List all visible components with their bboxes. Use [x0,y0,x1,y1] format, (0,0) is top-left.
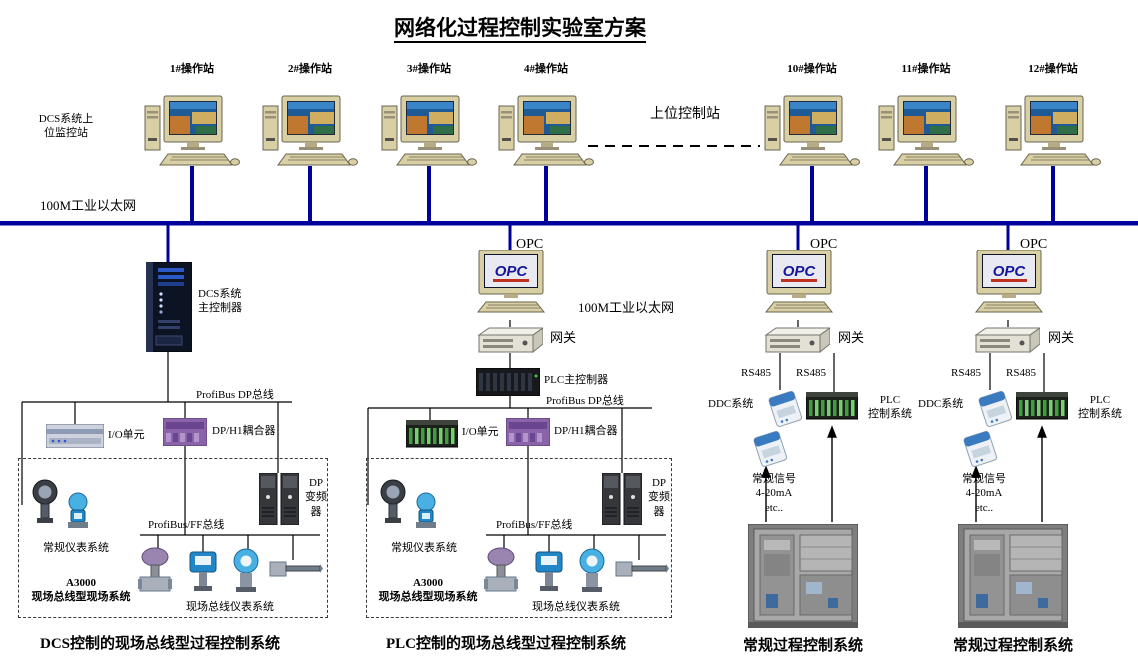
plc-dp-bus-label: ProfiBus DP总线 [546,395,624,407]
dcs-fieldbus-instruments-label: 现场总线仪表系统 [186,601,274,613]
conv-a-rs485-right-label: RS485 [796,367,826,379]
conv-a-caption: 常规过程控制系统 [743,638,864,654]
conv-b-rs485-left-label: RS485 [951,367,981,379]
conv-b-plc-label: PLC 控制系统 [1078,394,1122,421]
conv-b-signal-label: 常规信号 4-20mA etc.. [962,473,1006,514]
dcs-dp-bus-label: ProfiBus DP总线 [196,389,274,401]
conv-b-plc-module-icon [1016,392,1068,422]
conv-a-opc-pc-icon [760,250,838,320]
plc-opc-label: OPC [516,237,544,252]
plc-fieldbus-instruments-label: 现场总线仪表系统 [532,601,620,613]
dcs-io-unit-icon [46,424,104,448]
plc-field-system-box [366,458,672,618]
dcs-controller-icon [146,262,192,352]
upper-control-station-label: 上位控制站 [650,107,720,122]
plc-io-unit-icon [406,420,458,450]
conv-a-ddc-devices-icon [752,388,804,470]
station-label-4: 4#操作站 [524,63,568,75]
conventional-a-signal-arrows [761,425,837,522]
plc-gateway-icon [477,327,543,353]
conv-b-gateway-icon [974,327,1040,353]
conv-a-plc-label: PLC 控制系统 [868,394,912,421]
plc-conventional-instruments-label: 常规仪表系统 [391,542,457,554]
dcs-field-system-box [18,458,328,618]
operator-pc-icon [1005,94,1101,168]
conv-b-ddc-label: DDC系统 [918,398,964,410]
plc-subsystem-lines [367,320,666,560]
dcs-coupler-label: DP/H1耦合器 [212,425,276,437]
conv-a-ddc-label: DDC系统 [708,398,754,410]
operator-pc-icon [381,94,477,168]
conv-a-opc-label: OPC [810,237,838,252]
plc-a3000-label: A3000 现场总线型现场系统 [378,577,478,604]
plc-io-unit-label: I/O单元 [462,426,499,438]
plc-dp-h1-coupler-icon [506,418,550,446]
conv-a-gateway-label: 网关 [838,330,865,345]
conv-a-process-cabinet-image [748,524,858,628]
dcs-io-unit-label: I/O单元 [108,429,145,441]
dcs-a3000-label: A3000 现场总线型现场系统 [31,577,131,604]
plc-ff-bus-label: ProfiBus/FF总线 [496,519,573,531]
dcs-monitor-station-label: DCS系统上 位监控站 [38,113,94,140]
conventional-b-lines [989,320,1045,392]
conv-b-process-cabinet-image [958,524,1068,628]
conv-b-rs485-right-label: RS485 [1006,367,1036,379]
station-label-1: 1#操作站 [170,63,214,75]
page-title: 网络化过程控制实验室方案 [394,12,646,43]
dcs-fieldbus-instruments-icon [138,546,323,600]
ethernet-label-mid: 100M工业以太网 [578,300,675,315]
dcs-inverter-label: DP 变频 器 [305,477,327,518]
station-label-2: 2#操作站 [288,63,332,75]
dcs-dp-h1-coupler-icon [163,418,207,446]
conventional-a-lines [779,320,835,392]
conv-b-opc-pc-icon [970,250,1048,320]
conv-a-plc-module-icon [806,392,858,422]
station-drop-lines [190,166,1055,221]
conventional-b-signal-arrows [971,425,1047,522]
subsystem-ethernet-drops [166,225,1010,262]
dcs-system-caption: DCS控制的现场总线型过程控制系统 [40,636,281,652]
station-label-3: 3#操作站 [407,63,451,75]
conv-b-opc-label: OPC [1020,237,1048,252]
dcs-conventional-instruments-label: 常规仪表系统 [43,542,109,554]
operator-pc-icon [878,94,974,168]
ethernet-bus-line [0,221,1138,226]
conv-a-signal-label: 常规信号 4-20mA etc.. [752,473,796,514]
plc-main-controller-label: PLC主控制器 [544,374,609,386]
conv-b-caption: 常规过程控制系统 [953,638,1074,654]
operator-pc-icon [144,94,240,168]
station-label-12: 12#操作站 [1028,63,1078,75]
plc-fieldbus-instruments-icon [484,546,669,600]
conv-b-gateway-label: 网关 [1048,330,1075,345]
plc-main-controller-icon [476,368,540,396]
conv-a-rs485-left-label: RS485 [741,367,771,379]
plc-opc-pc-icon [472,250,550,320]
plc-gateway-label: 网关 [550,330,577,345]
dcs-controller-label: DCS系统 主控制器 [198,288,242,315]
conv-a-gateway-icon [764,327,830,353]
dcs-ff-bus-label: ProfiBus/FF总线 [148,519,225,531]
station-label-10: 10#操作站 [787,63,837,75]
plc-inverter-label: DP 变频 器 [648,477,670,518]
dcs-conventional-instruments-icon [28,476,98,540]
station-label-11: 11#操作站 [901,63,951,75]
plc-conventional-instruments-icon [376,476,446,540]
plc-system-caption: PLC控制的现场总线型过程控制系统 [386,636,627,652]
operator-pc-icon [498,94,594,168]
operator-pc-icon [764,94,860,168]
ethernet-label-top: 100M工业以太网 [40,198,137,213]
conv-b-ddc-devices-icon [962,388,1014,470]
operator-pc-icon [262,94,358,168]
plc-coupler-label: DP/H1耦合器 [554,425,618,437]
